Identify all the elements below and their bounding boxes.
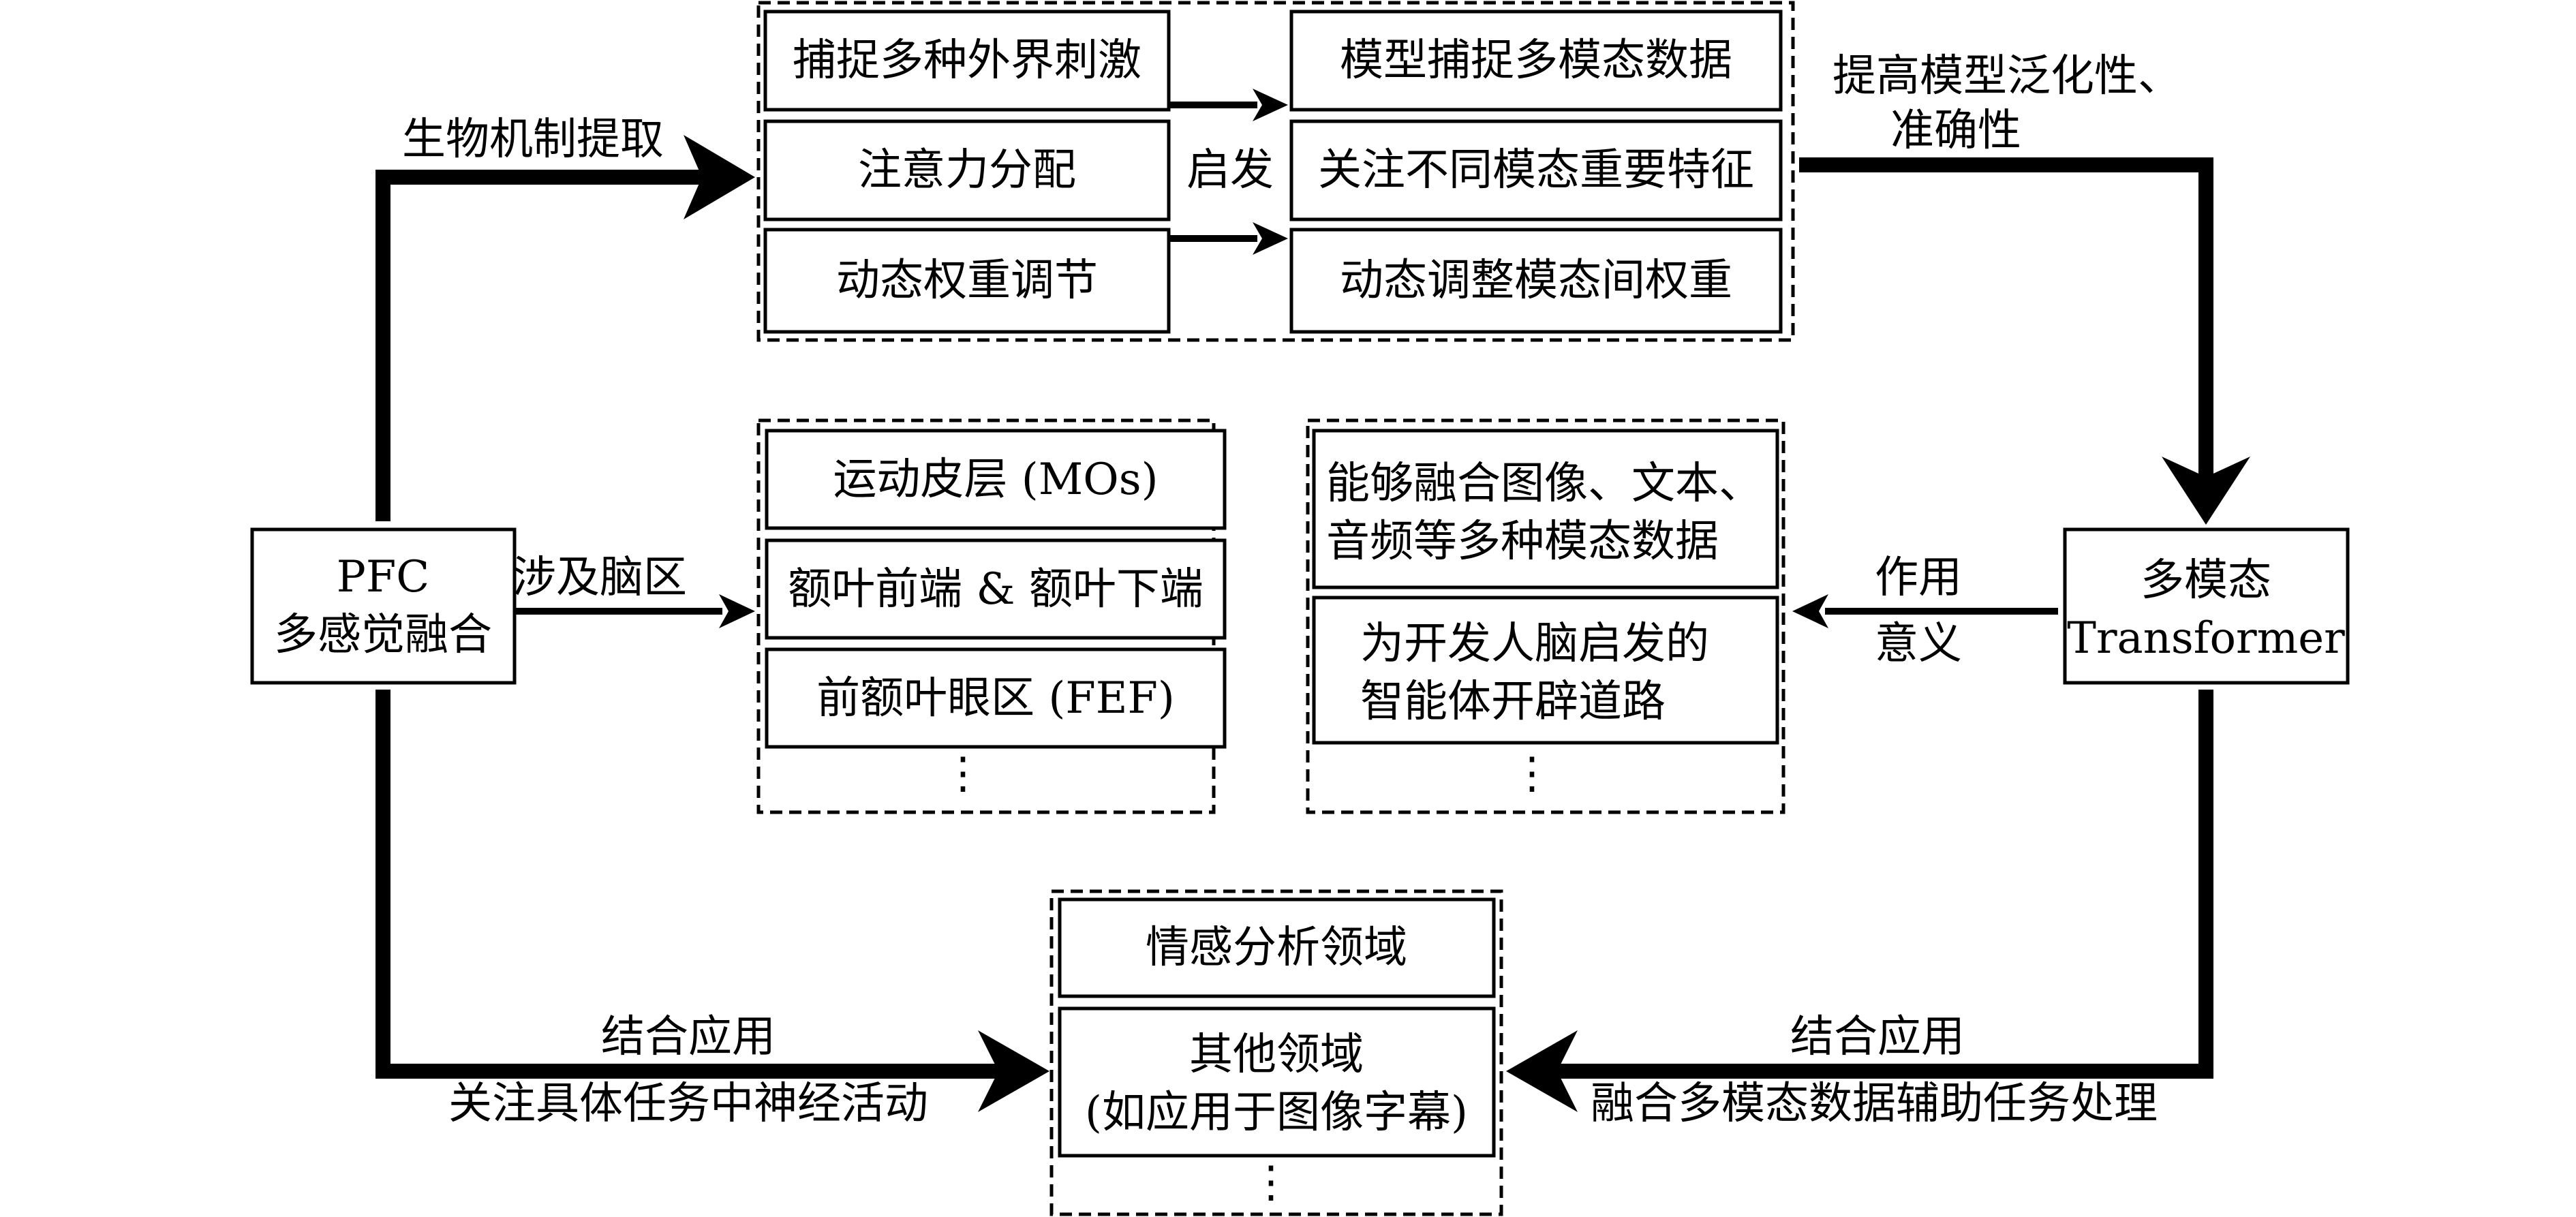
top-left-box-1 — [763, 10, 1171, 112]
focus-neural-label: 关注具体任务中神经活动 — [448, 1079, 928, 1129]
brain-regions-ellipsis: ⋮ — [941, 748, 985, 799]
inspire-arrow-2-head — [1253, 222, 1288, 255]
combine-right-arrow — [1557, 690, 2213, 1079]
applications-ellipsis: ⋮ — [1249, 1157, 1293, 1207]
pfc-line1: PFC — [337, 552, 429, 602]
combine-left-arrow-head — [978, 1030, 1049, 1112]
meaning-box-2-line2: 智能体开辟道路 — [1360, 677, 1666, 727]
brain-region-box-3 — [765, 647, 1227, 749]
inspire-arrow-1-head — [1253, 89, 1288, 121]
meaning-box-1-line1: 能够融合图像、文本、 — [1326, 459, 1762, 509]
brain-region-box-1 — [765, 429, 1227, 530]
top-right-box-1 — [1289, 10, 1783, 112]
bio-mechanism-label: 生物机制提取 — [402, 114, 664, 165]
application-box-2 — [1058, 1006, 1496, 1158]
brain-region-3-text: 前额叶眼区 (FEF) — [816, 673, 1175, 724]
top-right-box-1-text: 模型捕捉多模态数据 — [1340, 35, 1732, 86]
combine-right-label: 结合应用 — [1790, 1012, 1965, 1062]
meaning-ellipsis: ⋮ — [1510, 748, 1554, 799]
combine-right-arrow-head — [1506, 1030, 1578, 1112]
improve-label-line1: 提高模型泛化性、 — [1833, 51, 2181, 102]
top-right-box-2 — [1289, 119, 1783, 221]
application-box-1-text: 情感分析领域 — [1146, 923, 1407, 973]
transformer-box — [2063, 527, 2350, 685]
meaning-box-1-line2: 音频等多种模态数据 — [1326, 517, 1719, 567]
bio-mechanism-arrow-head — [684, 135, 755, 219]
pfc-box — [250, 527, 517, 685]
improve-arrow — [1799, 157, 2213, 477]
brain-region-2-text: 额叶前端 & 额叶下端 — [788, 564, 1203, 615]
transformer-line2: Transformer — [2067, 613, 2345, 664]
improve-arrow-head — [2162, 457, 2250, 525]
bio-mechanism-arrow — [375, 170, 702, 521]
brain-region-1-text: 运动皮层 (MOs) — [833, 455, 1158, 505]
top-right-box-3-text: 动态调整模态间权重 — [1340, 256, 1732, 306]
inspire-label: 启发 — [1186, 145, 1274, 196]
application-box-1 — [1058, 897, 1496, 998]
meaning-box-2-line1: 为开发人脑启发的 — [1360, 619, 1709, 669]
top-right-box-2-text: 关注不同模态重要特征 — [1318, 145, 1754, 196]
application-box-2-line1: 其他领域 — [1189, 1030, 1364, 1080]
top-left-box-2 — [763, 119, 1171, 221]
applications-frame — [1049, 889, 1503, 1216]
pfc-line2: 多感觉融合 — [274, 610, 492, 660]
top-right-box-3 — [1289, 228, 1783, 334]
improve-label-line2: 准确性 — [1890, 106, 2021, 156]
fusion-assist-label: 融合多模态数据辅助任务处理 — [1591, 1079, 2158, 1129]
combine-left-arrow — [375, 690, 998, 1079]
effect-arrow-head — [1792, 594, 1828, 628]
effect-label-line1: 作用 — [1875, 553, 1962, 603]
meaning-frame — [1306, 418, 1785, 814]
brain-areas-label: 涉及脑区 — [512, 553, 687, 603]
meaning-box-2 — [1312, 596, 1779, 745]
meaning-box-1 — [1312, 429, 1779, 589]
brain-region-box-2 — [765, 538, 1227, 640]
transformer-line1: 多模态 — [2141, 555, 2271, 606]
brain-areas-arrow-head — [719, 594, 755, 628]
top-left-box-3-text: 动态权重调节 — [836, 256, 1098, 306]
top-group-frame — [756, 1, 1795, 342]
top-left-box-2-text: 注意力分配 — [858, 145, 1076, 196]
top-left-box-1-text: 捕捉多种外界刺激 — [793, 35, 1141, 86]
effect-label-line2: 意义 — [1875, 619, 1962, 669]
combine-left-label: 结合应用 — [601, 1012, 776, 1062]
top-left-box-3 — [763, 228, 1171, 334]
application-box-2-line2: (如应用于图像字幕) — [1085, 1088, 1468, 1138]
